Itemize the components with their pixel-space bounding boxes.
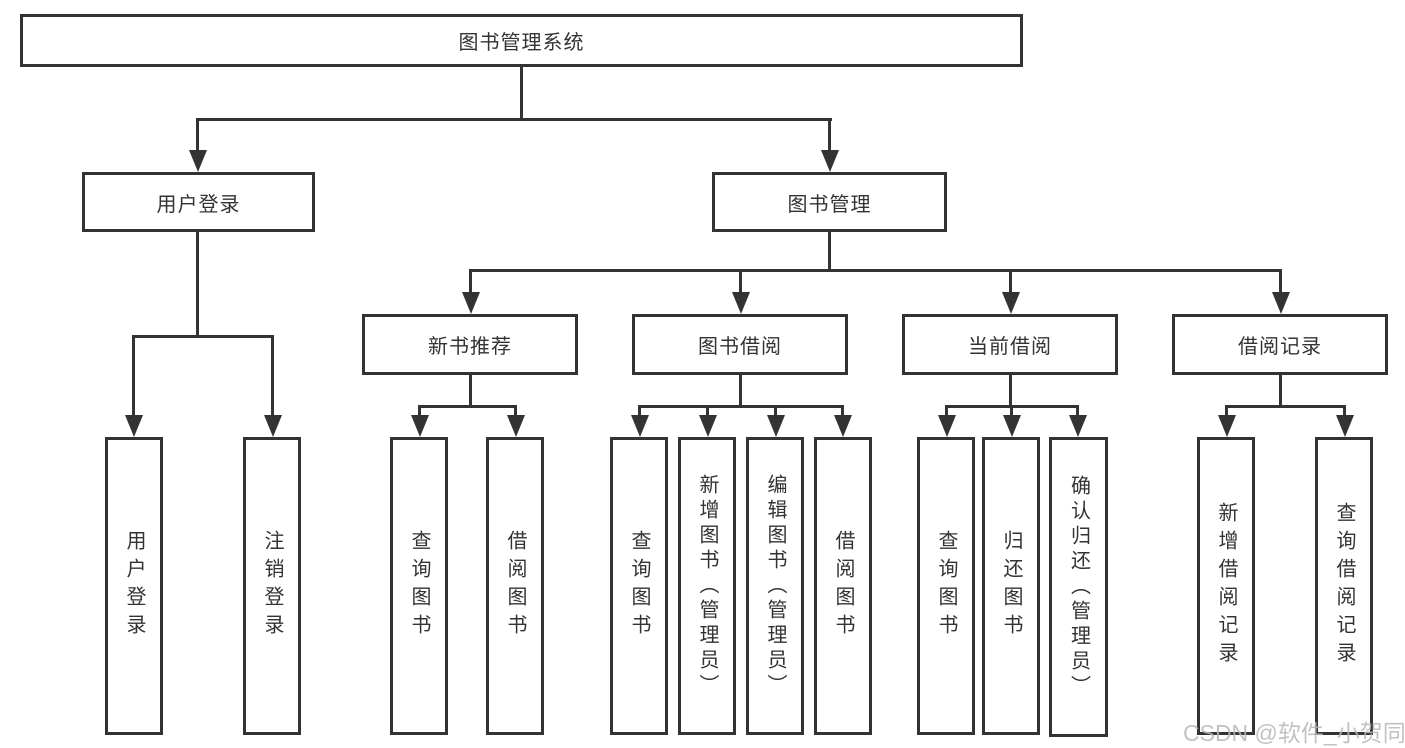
connector-borrowrecord-vline [1279, 375, 1282, 408]
leaf-query-books-1: 查询图书 [390, 437, 448, 735]
arrow-to-leaf-query-books-1 [411, 415, 429, 437]
node-label: 图书管理系统 [458, 32, 585, 54]
connector-bookborrow-stem1 [638, 405, 641, 417]
node-label: 用户登录 [156, 193, 241, 216]
leaf-return-books: 归还图书 [982, 437, 1040, 735]
connector-root-right-stem [828, 118, 831, 154]
connector-newbookrec-hline [418, 405, 517, 408]
connector-bookmgmt-stem1 [469, 269, 472, 294]
node-borrowing-records: 借阅记录 [1172, 314, 1388, 375]
arrow-to-leaf-add-record [1218, 415, 1236, 437]
connector-currentborrow-stem2 [1010, 405, 1013, 417]
node-book-borrowing: 图书借阅 [632, 314, 848, 375]
arrow-to-borrow-record [1272, 292, 1290, 314]
connector-userlogin-hline [132, 335, 274, 338]
leaf-label: 借阅图书 [504, 530, 526, 642]
leaf-label: 新增图书（管理员） [696, 473, 718, 699]
leaf-label: 查询图书 [408, 530, 430, 642]
arrow-to-leaf-confirm-return [1069, 415, 1087, 437]
node-label: 图书借阅 [698, 336, 782, 358]
leaf-label: 查询图书 [935, 530, 957, 642]
node-label: 图书管理 [787, 193, 872, 216]
leaf-label: 查询借阅记录 [1333, 502, 1355, 670]
leaf-label: 注销登录 [261, 530, 283, 642]
arrow-to-leaf-query-record [1336, 415, 1354, 437]
connector-currentborrow-vline [1009, 375, 1012, 408]
arrow-to-book-management [821, 150, 839, 172]
arrow-to-leaf-borrow-books-1 [507, 415, 525, 437]
node-new-book-recommend: 新书推荐 [362, 314, 578, 375]
node-label: 当前借阅 [968, 336, 1052, 358]
connector-bookborrow-vline [739, 375, 742, 408]
node-book-management: 图书管理 [712, 172, 947, 232]
connector-userlogin-vline [196, 232, 199, 337]
leaf-query-borrow-record: 查询借阅记录 [1315, 437, 1373, 735]
connector-bookmgmt-stem3 [1009, 269, 1012, 294]
connector-userlogin-stem2 [271, 335, 274, 417]
node-current-borrowing: 当前借阅 [902, 314, 1118, 375]
arrow-to-leaf-return-books [1003, 415, 1021, 437]
connector-bookmgmt-vline [828, 232, 831, 272]
connector-root-vline [520, 67, 523, 120]
leaf-query-books-2: 查询图书 [610, 437, 668, 735]
leaf-label: 归还图书 [1000, 530, 1022, 642]
arrow-to-leaf-borrow-books-2 [834, 415, 852, 437]
leaf-borrow-books-2: 借阅图书 [814, 437, 872, 735]
connector-currentborrow-stem1 [945, 405, 948, 417]
connector-borrowrecord-stem1 [1225, 405, 1228, 417]
arrow-to-current-borrow [1002, 292, 1020, 314]
connector-bookborrow-stem2 [706, 405, 709, 417]
connector-root-left-stem [196, 118, 199, 154]
connector-newbookrec-stem2 [514, 405, 517, 417]
arrow-to-leaf-edit-books [767, 415, 785, 437]
leaf-label: 查询图书 [628, 530, 650, 642]
connector-userlogin-stem1 [132, 335, 135, 417]
leaf-logout-login: 注销登录 [243, 437, 301, 735]
leaf-edit-books-admin: 编辑图书（管理员） [746, 437, 804, 735]
connector-bookmgmt-stem4 [1279, 269, 1282, 294]
connector-newbookrec-vline [469, 375, 472, 408]
node-label: 新书推荐 [428, 336, 512, 358]
leaf-label: 确认归还（管理员） [1067, 474, 1090, 700]
connector-borrowrecord-stem2 [1343, 405, 1346, 417]
connector-bookmgmt-hline [469, 269, 1282, 272]
node-user-login: 用户登录 [82, 172, 315, 232]
leaf-confirm-return-admin: 确认归还（管理员） [1049, 437, 1108, 737]
arrow-to-leaf-user-login [125, 415, 143, 437]
connector-bookborrow-stem4 [841, 405, 844, 417]
watermark: CSDN @软件_小贺同学 [1183, 720, 1405, 746]
connector-currentborrow-stem3 [1076, 405, 1079, 417]
arrow-to-leaf-query-books-2 [631, 415, 649, 437]
leaf-user-login: 用户登录 [105, 437, 163, 735]
arrow-to-leaf-logout [264, 415, 282, 437]
connector-bookborrow-stem3 [774, 405, 777, 417]
leaf-label: 借阅图书 [832, 530, 854, 642]
arrow-to-leaf-query-books-3 [938, 415, 956, 437]
node-label: 借阅记录 [1238, 336, 1322, 358]
leaf-label: 用户登录 [123, 530, 145, 642]
leaf-label: 新增借阅记录 [1215, 502, 1237, 670]
leaf-add-borrow-record: 新增借阅记录 [1197, 437, 1255, 735]
node-book-management-system: 图书管理系统 [20, 14, 1023, 67]
leaf-borrow-books-1: 借阅图书 [486, 437, 544, 735]
leaf-add-books-admin: 新增图书（管理员） [678, 437, 736, 735]
arrow-to-leaf-add-books [699, 415, 717, 437]
connector-bookmgmt-stem2 [739, 269, 742, 294]
connector-bookborrow-hline [638, 405, 844, 408]
arrow-to-new-book-rec [462, 292, 480, 314]
connector-newbookrec-stem1 [418, 405, 421, 417]
arrow-to-book-borrow [732, 292, 750, 314]
connector-borrowrecord-hline [1225, 405, 1345, 408]
leaf-label: 编辑图书（管理员） [764, 473, 786, 699]
arrow-to-user-login [189, 150, 207, 172]
leaf-query-books-3: 查询图书 [917, 437, 975, 735]
connector-root-hline [196, 118, 832, 121]
